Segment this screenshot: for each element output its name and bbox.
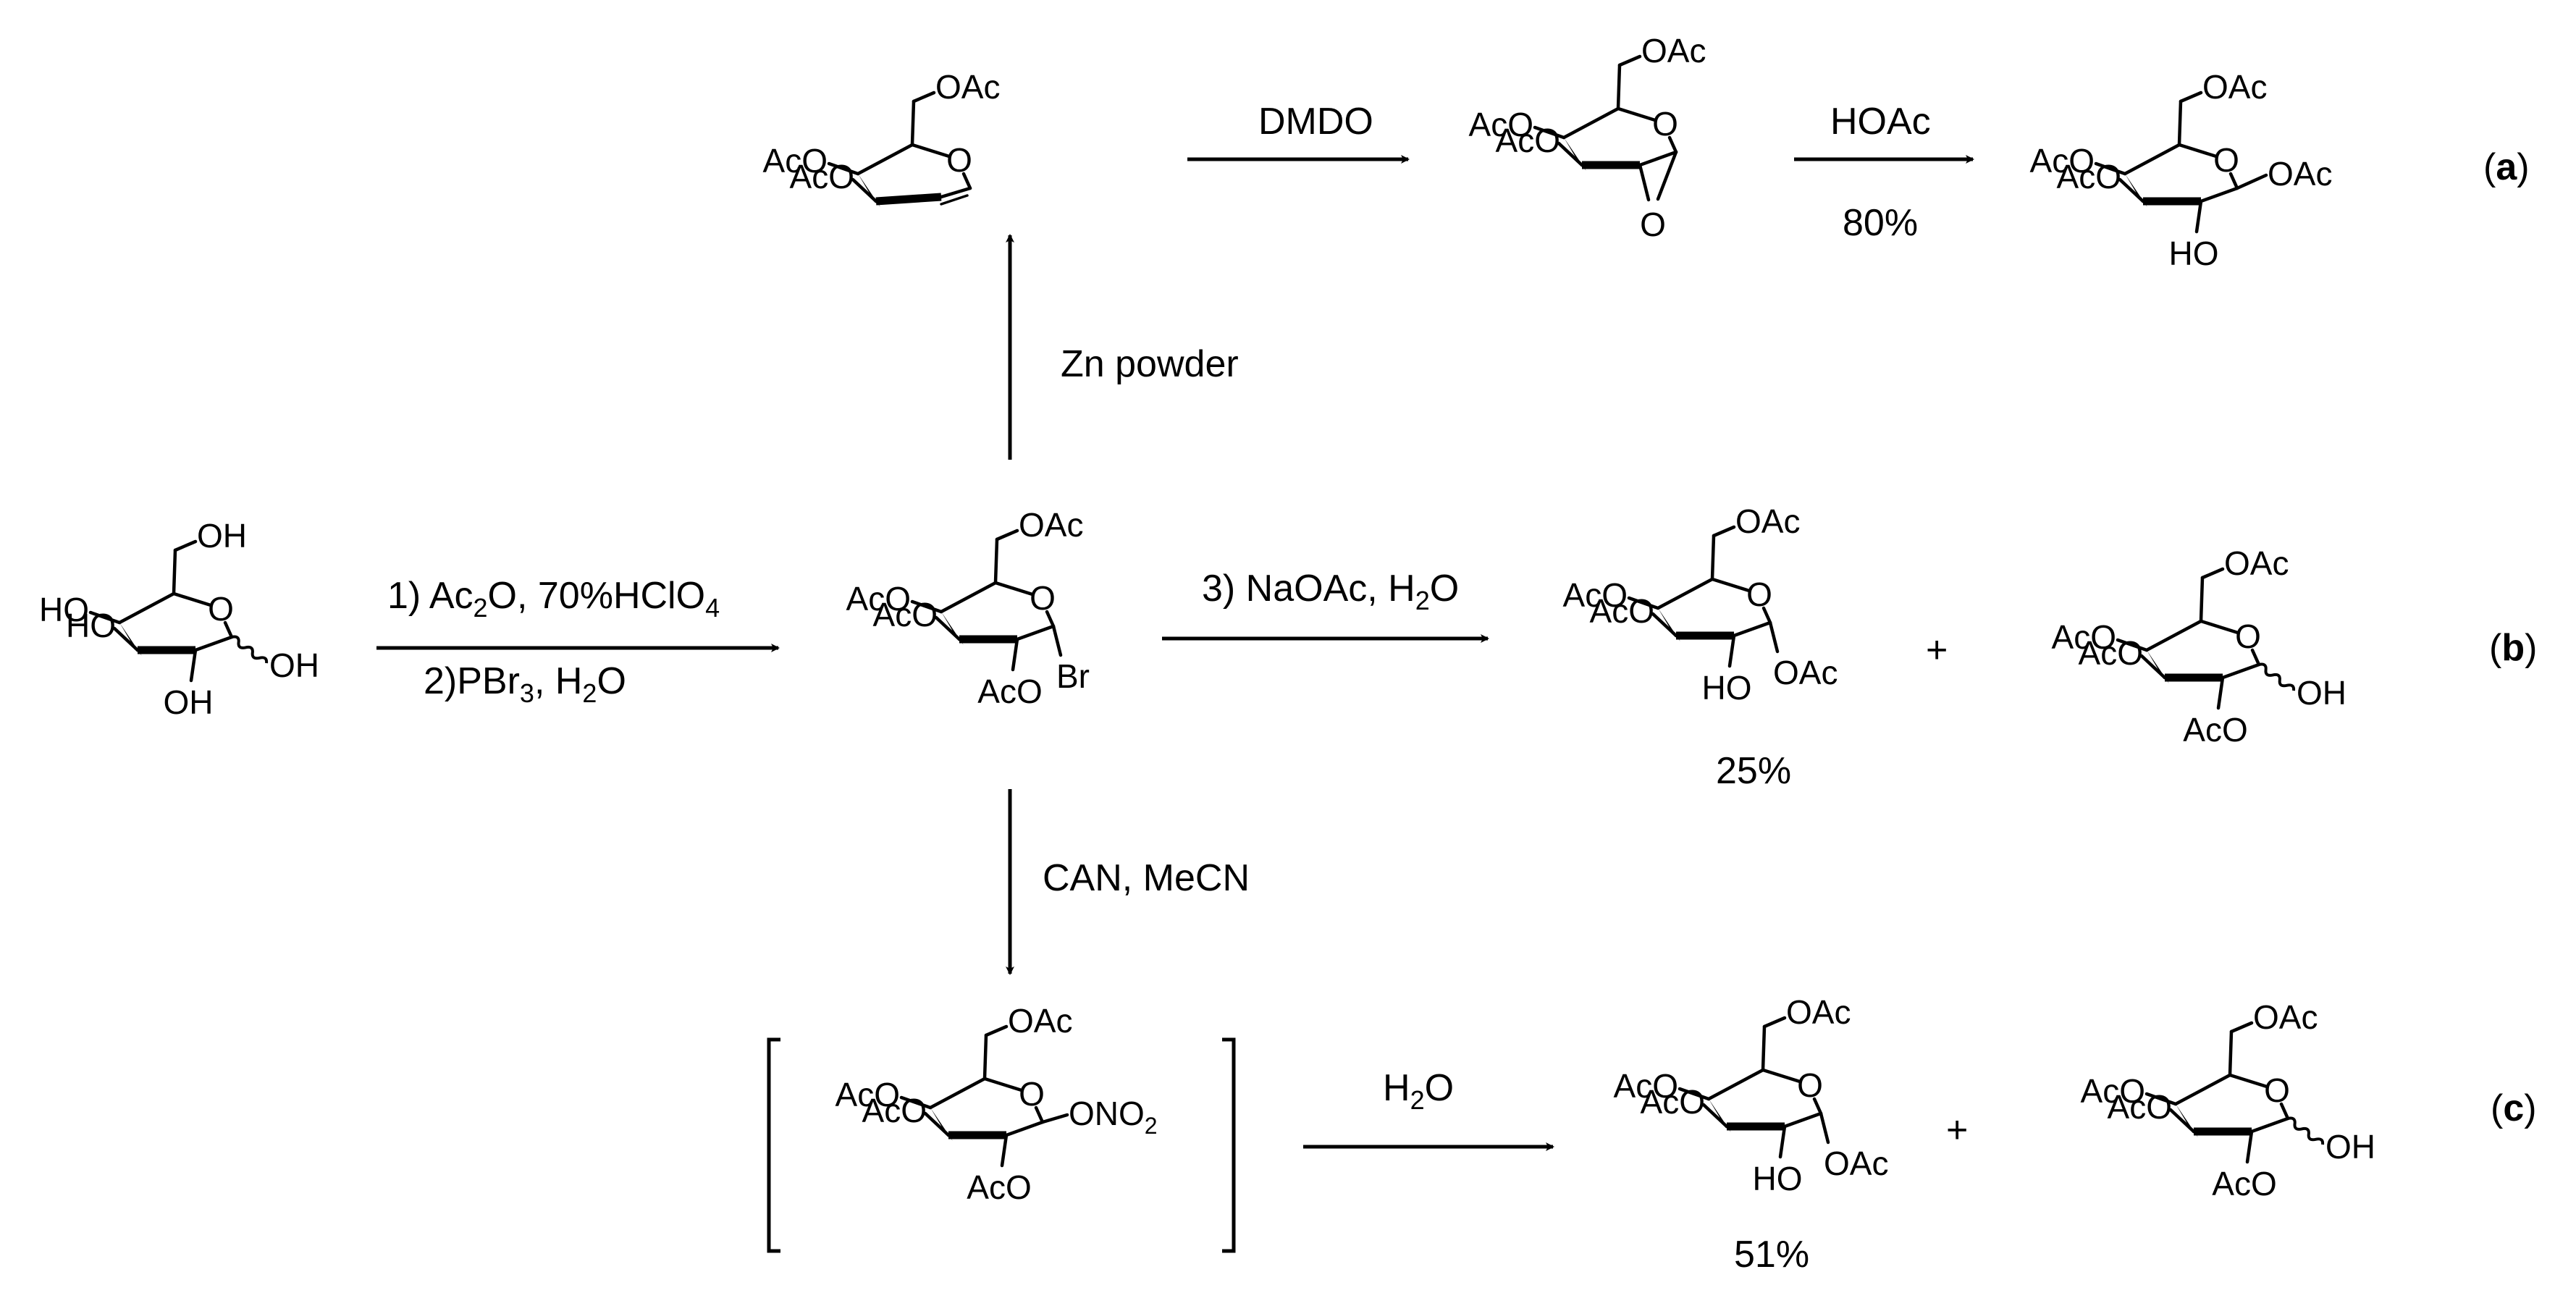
reagent-step1: 1) Ac2O, 70%HClO4: [387, 575, 720, 623]
c3-substituent: AcO: [1590, 592, 1654, 630]
reagent-step2: 2)PBr3, H2O: [424, 660, 626, 708]
c6-substituent: OH: [197, 517, 247, 555]
c3-substituent: AcO: [790, 158, 854, 195]
ring-oxygen: O: [2235, 618, 2261, 655]
c4-substituent: AcO: [763, 142, 828, 180]
c2-substituent: AcO: [2183, 711, 2247, 749]
plus-sign-c: +: [1946, 1109, 1968, 1151]
nitrate-bracket: [767, 1037, 1236, 1253]
c4-substituent: AcO: [1469, 106, 1533, 143]
route-tag-a: (a): [2483, 146, 2530, 188]
ring-oxygen: O: [1019, 1075, 1045, 1113]
c4-substituent: HO: [39, 591, 89, 628]
c6-substituent: OAc: [2224, 544, 2289, 582]
ring-oxygen: O: [946, 141, 972, 179]
c3-substituent: AcO: [2108, 1088, 2172, 1126]
molecule-layer: OOAcAcOAcOOOAcAcOAcOOOOAcAcOAcOHOOAcOOHH…: [39, 32, 2375, 1206]
c2-substituent: HO: [1702, 669, 1752, 707]
c6-substituent: OAc: [1641, 32, 1706, 69]
c3-substituent: AcO: [1641, 1083, 1705, 1121]
epoxide-oxygen: O: [1640, 206, 1666, 243]
reagent-water: H2O: [1383, 1067, 1454, 1115]
reagent-can-mecn: CAN, MeCN: [1043, 857, 1250, 899]
c2-substituent: AcO: [977, 673, 1042, 710]
bracket-left: [767, 1037, 780, 1253]
c2-substituent: HO: [1753, 1160, 1803, 1197]
reagent-dmdo: DMDO: [1258, 101, 1373, 143]
c4-substituent: AcO: [2052, 618, 2116, 656]
c4-substituent: AcO: [2081, 1072, 2145, 1110]
reagent-step3: 3) NaOAc, H2O: [1202, 568, 1459, 615]
c6-substituent: OAc: [1786, 993, 1851, 1031]
c4-substituent: AcO: [1614, 1067, 1678, 1105]
yield-a: 80%: [1843, 202, 1918, 244]
c3-substituent: AcO: [2079, 634, 2143, 672]
c1-substituent: OAc: [1824, 1145, 1888, 1182]
c3-substituent: AcO: [873, 596, 938, 633]
c6-substituent: OAc: [2253, 998, 2318, 1036]
c1-substituent: OAc: [1773, 654, 1838, 691]
conditions-layer: 1) Ac2O, 70%HClO4 2)PBr3, H2O Zn powder …: [387, 101, 1968, 1276]
nitrate-group: ONO2: [1069, 1095, 1158, 1139]
yield-c: 51%: [1734, 1234, 1809, 1276]
c6-substituent: OAc: [1019, 506, 1083, 544]
c6-substituent: OAc: [1735, 502, 1800, 540]
c3-substituent: AcO: [2057, 158, 2121, 195]
reagent-zn-powder: Zn powder: [1061, 343, 1239, 385]
c4-substituent: AcO: [835, 1076, 900, 1113]
ring-oxygen: O: [208, 590, 234, 628]
ring-oxygen: O: [1797, 1066, 1823, 1104]
bracket-right: [1222, 1037, 1236, 1253]
ring-oxygen: O: [1030, 579, 1056, 617]
yield-b: 25%: [1716, 750, 1791, 792]
c1-substituent: OH: [269, 646, 319, 684]
c1-substituent: OH: [2325, 1128, 2375, 1166]
ring-oxygen: O: [2264, 1071, 2290, 1109]
route-tags: (a) (b) (c): [2483, 146, 2537, 1129]
c6-substituent: OAc: [2202, 68, 2267, 106]
route-tag-b: (b): [2489, 627, 2537, 669]
c2-substituent: HO: [2169, 235, 2219, 272]
c6-substituent: OAc: [935, 68, 1000, 106]
arrow-layer: [376, 155, 1974, 1151]
c2-substituent: OH: [164, 683, 214, 721]
c3-substituent: AcO: [1496, 122, 1560, 159]
ring-oxygen: O: [2213, 141, 2239, 179]
ring-oxygen: O: [1652, 105, 1678, 143]
c6-substituent: OAc: [1008, 1002, 1072, 1040]
c1-substituent: Br: [1056, 657, 1090, 695]
c1-substituent: OH: [2297, 674, 2346, 712]
c4-substituent: AcO: [846, 580, 911, 618]
c2-substituent: AcO: [2212, 1165, 2276, 1202]
c4-substituent: AcO: [2030, 142, 2095, 180]
route-tag-c: (c): [2491, 1087, 2537, 1129]
c1-substituent: OAc: [2268, 155, 2332, 193]
ring-oxygen: O: [1746, 576, 1772, 613]
plus-sign-b: +: [1926, 629, 1948, 671]
reagent-hoac: HOAc: [1830, 101, 1931, 143]
c2-substituent: AcO: [967, 1168, 1031, 1206]
c3-substituent: AcO: [862, 1092, 927, 1129]
c4-substituent: AcO: [1563, 576, 1628, 614]
c3-substituent: HO: [66, 607, 116, 644]
